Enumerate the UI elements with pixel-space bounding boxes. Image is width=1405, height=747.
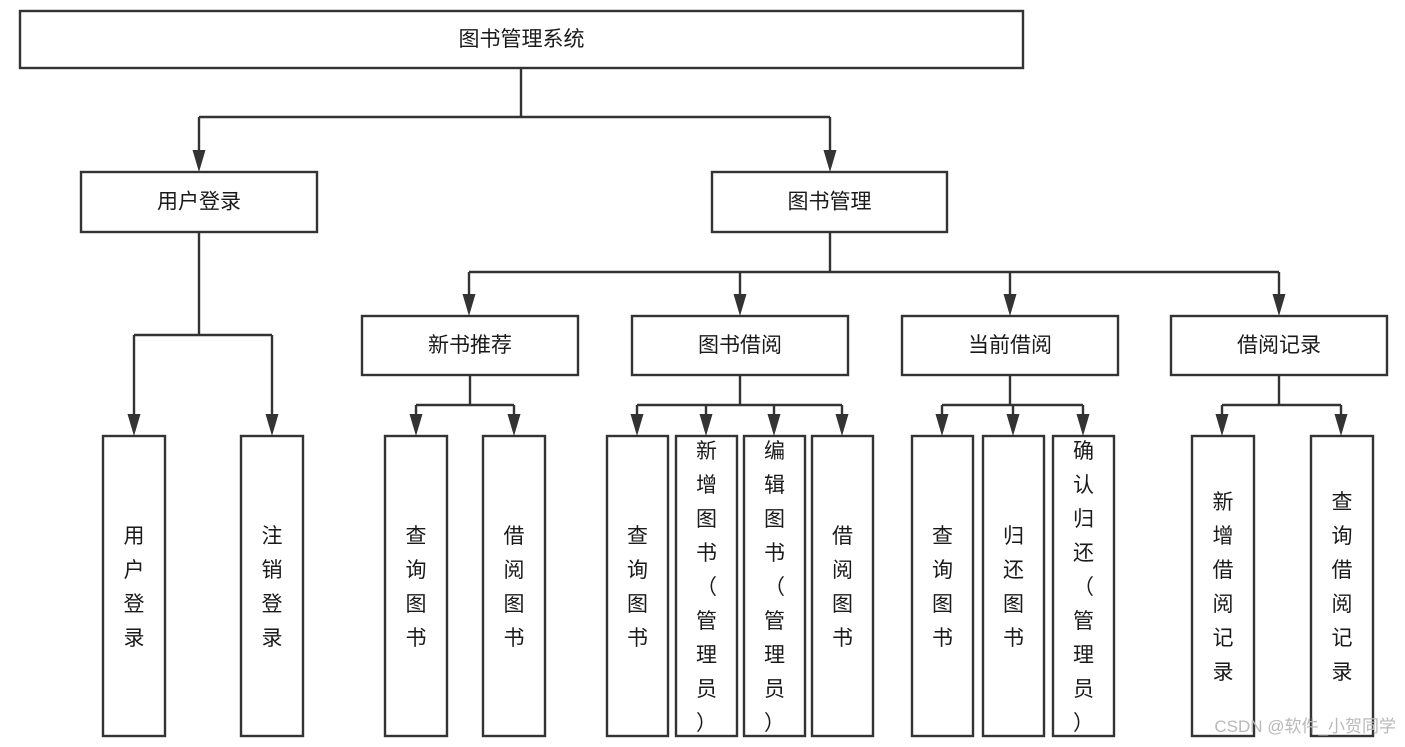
- leaf-node-6-box: [742, 434, 807, 738]
- leaf-node-1[interactable]: 注销登录: [239, 434, 305, 738]
- level3-node-0-label: 新书推荐: [428, 334, 512, 357]
- level2-node-0-label: 用户登录: [157, 191, 241, 214]
- borrow-book-bus: [630, 375, 849, 436]
- level2-node-1-label: 图书管理: [788, 191, 872, 214]
- leaf-node-7-box: [810, 434, 875, 738]
- leaf-node-6-label: 编辑图书（管理员）: [764, 440, 785, 735]
- connector-layer: [127, 68, 1348, 436]
- leaf-node-4[interactable]: 查询图书: [605, 434, 670, 738]
- leaf-node-2[interactable]: 查询图书: [383, 434, 449, 738]
- current-borrow-bus-arrowhead-2: [1076, 414, 1090, 436]
- leaf-node-8[interactable]: 查询图书: [910, 434, 975, 738]
- leaf-node-12-box: [1309, 434, 1375, 738]
- borrow-record-bus-arrowhead-0: [1215, 414, 1229, 436]
- leaf-node-10[interactable]: 确认归还（管理员）: [1051, 434, 1116, 738]
- book-manage-bus-arrowhead-0: [462, 294, 476, 316]
- leaf-node-7[interactable]: 借阅图书: [810, 434, 875, 738]
- level2-node-0[interactable]: 用户登录: [79, 170, 319, 234]
- leaf-node-3-box: [481, 434, 547, 738]
- leaf-node-10-box: [1051, 434, 1116, 738]
- book-manage-bus: [462, 232, 1286, 316]
- leaf-node-3[interactable]: 借阅图书: [481, 434, 547, 738]
- leaf-node-8-box: [910, 434, 975, 738]
- root-node-图书管理系统-box: [18, 9, 1025, 70]
- leaf-node-12[interactable]: 查询借阅记录: [1309, 434, 1375, 738]
- current-borrow-bus-arrowhead-1: [1006, 414, 1020, 436]
- csdn-watermark: CSDN @软件_小贺同学: [1214, 717, 1396, 736]
- root-node-图书管理系统[interactable]: 图书管理系统: [18, 9, 1025, 70]
- new-book-bus: [409, 375, 521, 436]
- current-borrow-bus-arrowhead-0: [935, 414, 949, 436]
- leaf-node-3-label: 借阅图书: [504, 525, 525, 650]
- current-borrow-bus: [935, 375, 1090, 436]
- root-bus: [192, 68, 837, 172]
- level3-node-2-box: [900, 314, 1120, 377]
- level2-node-1-box: [710, 170, 949, 234]
- level3-node-0[interactable]: 新书推荐: [360, 314, 580, 377]
- node-layer: 图书管理系统用户登录图书管理新书推荐图书借阅当前借阅借阅记录用户登录注销登录查询…: [18, 9, 1389, 738]
- leaf-node-1-box: [239, 434, 305, 738]
- leaf-node-1-label: 注销登录: [262, 525, 283, 650]
- root-bus-arrowhead-1: [823, 150, 837, 172]
- leaf-node-9[interactable]: 归还图书: [981, 434, 1046, 738]
- user-login-bus-arrowhead-1: [265, 414, 279, 436]
- user-login-bus-arrowhead-0: [127, 414, 141, 436]
- borrow-book-bus-arrowhead-0: [630, 414, 644, 436]
- leaf-node-5-box: [674, 434, 739, 738]
- new-book-bus-arrowhead-0: [409, 414, 423, 436]
- leaf-node-6[interactable]: 编辑图书（管理员）: [742, 434, 807, 738]
- leaf-node-10-label: 确认归还（管理员）: [1073, 440, 1094, 735]
- leaf-node-0-label: 用户登录: [124, 525, 145, 650]
- level3-node-0-box: [360, 314, 580, 377]
- level3-node-1-label: 图书借阅: [698, 334, 782, 357]
- borrow-book-bus-arrowhead-1: [699, 414, 713, 436]
- level3-node-1-box: [630, 314, 850, 377]
- leaf-node-0-box: [101, 434, 167, 738]
- level2-node-0-box: [79, 170, 319, 234]
- leaf-node-2-label: 查询图书: [406, 525, 427, 650]
- leaf-node-11-label: 新增借阅记录: [1213, 491, 1234, 684]
- book-manage-bus-arrowhead-1: [733, 294, 747, 316]
- borrow-record-bus-arrowhead-1: [1334, 414, 1348, 436]
- root-bus-arrowhead-0: [192, 150, 206, 172]
- user-login-bus: [127, 232, 279, 436]
- leaf-node-7-label: 借阅图书: [832, 525, 853, 650]
- level3-node-2[interactable]: 当前借阅: [900, 314, 1120, 377]
- level3-node-2-label: 当前借阅: [968, 334, 1052, 357]
- leaf-node-5-label: 新增图书（管理员）: [696, 440, 717, 735]
- level3-node-3-box: [1169, 314, 1389, 377]
- leaf-node-8-label: 查询图书: [932, 525, 953, 650]
- leaf-node-0[interactable]: 用户登录: [101, 434, 167, 738]
- leaf-node-4-label: 查询图书: [627, 525, 648, 650]
- new-book-bus-arrowhead-1: [507, 414, 521, 436]
- leaf-node-12-label: 查询借阅记录: [1332, 491, 1353, 684]
- leaf-node-4-box: [605, 434, 670, 738]
- borrow-record-bus: [1215, 375, 1348, 436]
- leaf-node-11-box: [1190, 434, 1256, 738]
- leaf-node-9-label: 归还图书: [1003, 525, 1024, 650]
- level3-node-1[interactable]: 图书借阅: [630, 314, 850, 377]
- book-manage-bus-arrowhead-2: [1003, 294, 1017, 316]
- leaf-node-11[interactable]: 新增借阅记录: [1190, 434, 1256, 738]
- level2-node-1[interactable]: 图书管理: [710, 170, 949, 234]
- level3-node-3[interactable]: 借阅记录: [1169, 314, 1389, 377]
- book-manage-bus-arrowhead-3: [1272, 294, 1286, 316]
- borrow-book-bus-arrowhead-2: [767, 414, 781, 436]
- leaf-node-9-box: [981, 434, 1046, 738]
- leaf-node-5[interactable]: 新增图书（管理员）: [674, 434, 739, 738]
- level3-node-3-label: 借阅记录: [1237, 334, 1321, 357]
- root-node-图书管理系统-label: 图书管理系统: [459, 28, 585, 51]
- borrow-book-bus-arrowhead-3: [835, 414, 849, 436]
- leaf-node-2-box: [383, 434, 449, 738]
